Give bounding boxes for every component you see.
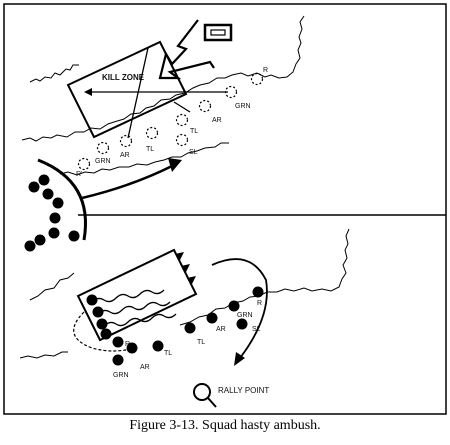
dashed-position-ar	[119, 134, 133, 148]
position-label: TL	[146, 146, 154, 153]
fire-line	[173, 101, 191, 113]
squad-member	[52, 197, 64, 209]
dashed-position-r2	[77, 157, 91, 171]
kill-zone-box	[76, 248, 198, 342]
kill-zone-label: KILL ZONE	[102, 73, 145, 82]
terrain-contour	[179, 228, 350, 326]
squad-member-r	[112, 336, 124, 348]
position-label: AR	[140, 364, 150, 371]
squad-member	[38, 174, 50, 186]
enemy-movement-line	[97, 301, 171, 315]
position-label: GRN	[95, 158, 111, 165]
dashed-position-r	[250, 72, 264, 86]
enemy-approach-arrow	[158, 19, 215, 80]
squad-member-ar	[126, 342, 138, 354]
dashed-position-ar	[198, 99, 212, 113]
squad-member-r	[252, 286, 264, 298]
arrowhead	[168, 158, 182, 172]
squad-member-sl	[236, 318, 248, 330]
terrain-contour	[29, 64, 79, 83]
position-label: R	[263, 67, 268, 74]
kill-zone-box	[66, 40, 188, 139]
squad-member	[49, 212, 61, 224]
position-label: TL	[164, 350, 172, 357]
ambush-diagram: KILL ZONE R GRN AR TL TL SL AR GRN R'	[3, 3, 447, 415]
position-label: SL	[189, 149, 198, 156]
position-label: R'	[76, 171, 82, 178]
position-label: R	[125, 341, 130, 348]
squad-arc	[37, 158, 87, 241]
bottom-panel: R GRN AR SL TL R AR TL GRN RALLY POINT	[19, 228, 350, 408]
terrain-contour	[59, 142, 229, 176]
squad-member-tl	[184, 322, 196, 334]
squad-member	[24, 240, 36, 252]
terrain-contour	[29, 272, 75, 301]
squad-member-grn	[228, 300, 240, 312]
squad-member	[48, 227, 60, 239]
dashed-position-tl	[175, 113, 189, 127]
figure-frame	[3, 3, 447, 415]
squad-member	[86, 294, 98, 306]
squad-member	[96, 318, 108, 330]
squad-member-tl	[152, 340, 164, 352]
position-label: AR	[212, 117, 222, 124]
dashed-position-grn	[96, 141, 110, 155]
squad-member-ar	[206, 312, 218, 324]
road-marker-inner	[210, 29, 226, 36]
withdrawal-arrow	[211, 258, 268, 359]
squad-member	[68, 230, 80, 242]
position-label: TL	[197, 339, 205, 346]
dashed-position-grn	[224, 85, 238, 99]
position-label: AR	[120, 152, 130, 159]
rally-point-icon	[193, 383, 211, 401]
position-label: R	[257, 300, 262, 307]
rally-point-label: RALLY POINT	[218, 386, 269, 395]
squad-member	[34, 234, 46, 246]
squad-member	[42, 188, 54, 200]
flank-path	[73, 311, 135, 352]
terrain-contour	[19, 351, 68, 359]
fire-line	[127, 47, 149, 139]
position-label: TL	[190, 128, 198, 135]
arrowhead	[187, 276, 196, 284]
position-label: GRN	[235, 103, 251, 110]
top-panel: KILL ZONE R GRN AR TL TL SL AR GRN R'	[21, 15, 305, 252]
position-label: GRN	[237, 312, 253, 319]
squad-member-grn	[112, 354, 124, 366]
position-label: AR	[216, 326, 226, 333]
figure-caption: Figure 3-13. Squad hasty ambush.	[129, 418, 321, 433]
arrowhead	[84, 88, 92, 96]
road-marker	[203, 23, 233, 42]
position-label: SL	[252, 326, 261, 333]
arrowhead	[234, 352, 245, 366]
arrowhead	[175, 252, 184, 260]
terrain-contour	[21, 15, 305, 142]
squad-member	[28, 181, 40, 193]
dashed-position-tl	[145, 126, 159, 140]
squad-member	[92, 306, 104, 318]
enemy-movement-line	[91, 289, 165, 303]
movement-arrow	[81, 164, 173, 200]
enemy-movement-line	[103, 313, 177, 327]
rally-point-handle	[207, 397, 217, 408]
squad-member	[100, 328, 112, 340]
position-label: GRN	[113, 372, 129, 379]
dashed-position-sl	[175, 133, 189, 147]
arrowhead	[181, 264, 190, 272]
